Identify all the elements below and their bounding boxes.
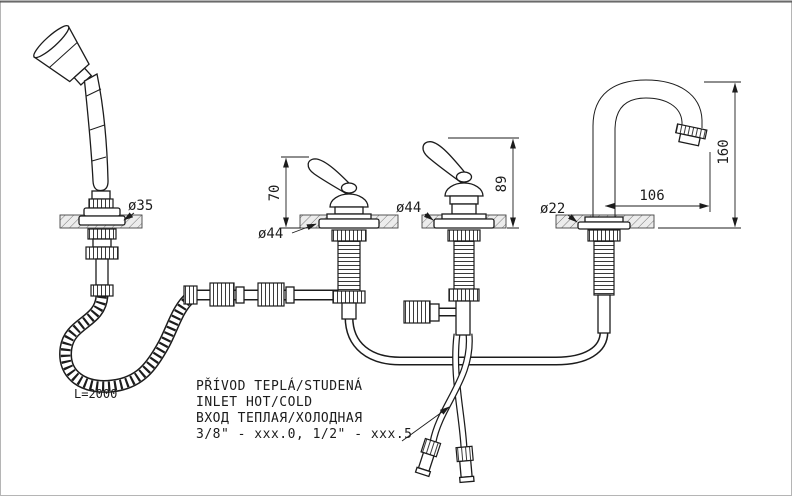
mixer-escutcheon bbox=[433, 218, 495, 229]
mixer-dome bbox=[444, 182, 484, 197]
mixer-lever bbox=[422, 141, 470, 185]
hand-shower-head bbox=[33, 25, 93, 86]
note-line-2: INLET HOT/COLD bbox=[196, 395, 313, 410]
diverter-stud-nut-2 bbox=[332, 290, 366, 304]
spout-stud-thread bbox=[593, 240, 615, 296]
mixer-coupling bbox=[403, 300, 431, 324]
spout-stud-nut bbox=[587, 229, 621, 242]
spout-aerator-tip bbox=[678, 132, 701, 147]
dim-89-extensions bbox=[448, 137, 519, 229]
shower-hose-ribs bbox=[60, 293, 195, 392]
hose-fitting-right-nut bbox=[455, 445, 474, 463]
shower-escutcheon-top bbox=[83, 207, 121, 217]
handle-nut bbox=[88, 198, 114, 209]
diverter-to-spout-pipe-core bbox=[346, 316, 607, 364]
dim-mixer-height: 89 bbox=[494, 176, 510, 193]
supply-hose-fittings bbox=[414, 437, 475, 484]
note-line-3: ВХОД ТЕПЛАЯ/ХОЛОДНАЯ bbox=[196, 411, 363, 426]
diverter-neck bbox=[334, 206, 364, 215]
spout-escutcheon bbox=[577, 221, 631, 230]
diverter-valve bbox=[307, 158, 380, 320]
dim-mixer-leader bbox=[423, 212, 434, 221]
diverter-pivot-cap bbox=[340, 182, 358, 194]
shower-hose bbox=[59, 291, 196, 393]
mixer-stud-tube bbox=[455, 300, 471, 336]
dim-70-extensions bbox=[281, 156, 309, 229]
coupling-1 bbox=[209, 282, 235, 307]
note-line-1: PŘÍVOD TEPLÁ/STUDENÁ bbox=[196, 378, 363, 394]
hose-end-nut bbox=[183, 285, 198, 305]
supply-hose-right-core bbox=[453, 333, 467, 449]
diverter-escutcheon bbox=[318, 218, 380, 229]
mixer-coupling-collar bbox=[429, 303, 440, 322]
shower-stud-spacer bbox=[92, 238, 112, 248]
supply-hose-left-core bbox=[430, 333, 472, 443]
mixer-valve bbox=[422, 141, 495, 336]
hose-fitting-right-cap bbox=[458, 475, 475, 484]
coupling-2-collar bbox=[285, 286, 295, 304]
dim-160-extensions bbox=[658, 81, 741, 229]
mixer-stud-nut-1 bbox=[447, 229, 481, 242]
coupling-2 bbox=[257, 282, 285, 307]
inlet-note: PŘÍVOD TEPLÁ/STUDENÁ INLET HOT/COLD ВХОД… bbox=[196, 378, 450, 442]
shower-stud-nut-2 bbox=[85, 246, 119, 260]
hand-shower bbox=[33, 25, 126, 297]
handle-rings bbox=[86, 88, 107, 162]
mixer-neck bbox=[449, 195, 479, 205]
shower-head-ring bbox=[49, 42, 78, 68]
hose-fitting-left bbox=[414, 437, 442, 478]
hose-fitting-right bbox=[455, 445, 475, 484]
dim-spout-height: 160 bbox=[716, 139, 732, 164]
mixer-stem bbox=[451, 203, 477, 215]
handle-collar bbox=[91, 190, 111, 200]
dim-spout-leader bbox=[567, 214, 578, 223]
dim-shower-leader bbox=[123, 212, 135, 221]
note-leader-arrow bbox=[401, 406, 450, 442]
shower-stud-nut-1 bbox=[87, 228, 117, 240]
mixer-under-deck-stud bbox=[447, 229, 481, 336]
hose-fitting-left-cap bbox=[414, 466, 432, 478]
dim-spout-reach: 106 bbox=[639, 188, 664, 204]
mixer-stud-thread bbox=[453, 240, 475, 290]
diverter-under-deck-stud bbox=[331, 229, 367, 320]
diverter-flange bbox=[326, 213, 372, 220]
mixer-lever-shape bbox=[422, 141, 470, 185]
hose-fitting-right-body bbox=[459, 459, 473, 479]
spout-stud-tube bbox=[597, 294, 611, 334]
shower-stud-tube bbox=[95, 258, 109, 286]
dim-mixer-escutcheon: ø44 bbox=[396, 200, 421, 216]
shower-head-face bbox=[33, 25, 70, 59]
shower-escutcheon-base bbox=[78, 215, 126, 226]
note-line-4: 3/8" - xxx.0, 1/2" - xxx.5 bbox=[196, 427, 413, 442]
dim-diverter-leader bbox=[291, 223, 317, 234]
diverter-stud-nut-1 bbox=[331, 229, 367, 242]
dim-diverter-height: 70 bbox=[267, 185, 283, 202]
shower-under-deck-stud bbox=[85, 228, 119, 297]
spout-outer-curve bbox=[592, 79, 703, 228]
diverter-dome bbox=[329, 193, 369, 208]
spout-aerator bbox=[674, 123, 708, 147]
mixer-flange bbox=[441, 213, 487, 220]
dim-hose-length: L=2000 bbox=[74, 387, 117, 401]
mixer-stud-nut-2 bbox=[448, 288, 480, 302]
pipe-couplings bbox=[183, 282, 440, 324]
coupling-1-collar bbox=[235, 286, 245, 304]
shower-hose-nut bbox=[90, 284, 114, 297]
dimensions: ø35 ø44 70 ø44 89 ø22 106 160 L=2000 bbox=[74, 81, 741, 401]
spout-collar bbox=[584, 216, 624, 223]
spout-under-deck-stud bbox=[587, 229, 621, 334]
spout-inner-curve bbox=[614, 97, 683, 228]
spout bbox=[577, 79, 708, 334]
mixer-pivot-cap bbox=[455, 171, 473, 183]
dim-diverter-escutcheon: ø44 bbox=[258, 226, 283, 242]
dim-spout-tube: ø22 bbox=[540, 201, 565, 217]
diverter-stud-tube bbox=[341, 302, 357, 320]
dim-shower-escutcheon: ø35 bbox=[128, 198, 153, 214]
diverter-stud-thread bbox=[337, 240, 361, 292]
